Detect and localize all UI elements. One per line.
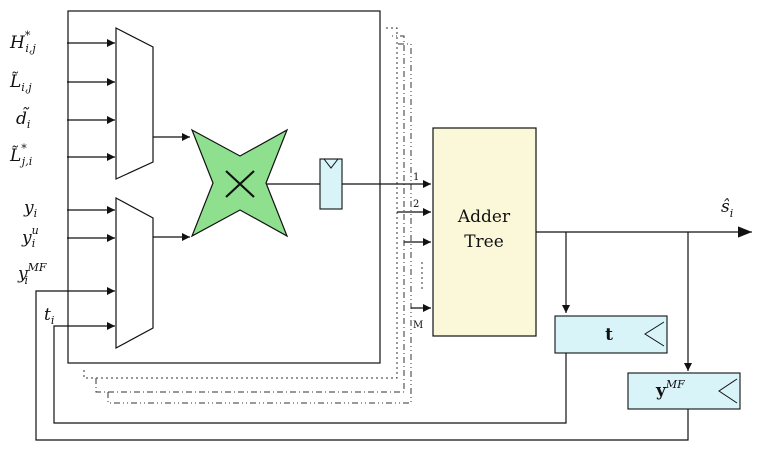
bottom-input-wires [67, 206, 115, 330]
output-label: ŝi [721, 197, 733, 220]
input-label-d: d̃i [16, 107, 30, 131]
pipeline-register [319, 158, 343, 210]
mux-top [115, 27, 154, 180]
t-register: t [554, 315, 668, 354]
adder-tree: Adder Tree [432, 127, 537, 337]
input-label-h: H*i,j [9, 29, 36, 55]
ymf-feedback-wire [35, 290, 689, 441]
port-label-m: M [413, 320, 423, 331]
ymf-register-label: yMF [655, 378, 685, 401]
top-input-wires [67, 39, 115, 161]
input-label-t: ti [44, 305, 54, 327]
input-label-l-conj: L̃*j,i [9, 142, 32, 168]
t-feedback-wire [53, 325, 567, 424]
port-label-1: 1 [413, 172, 419, 183]
multiplier [190, 128, 289, 238]
input-label-l: L̃i,j [9, 72, 32, 94]
mux-bottom [115, 196, 154, 350]
t-register-label: t [605, 325, 613, 345]
adder-tree-label-line2: Tree [464, 232, 504, 252]
top-input-labels: H*i,j L̃i,j d̃i L̃*j,i [9, 29, 36, 168]
ymf-register: yMF [627, 372, 741, 410]
input-label-y: yi [23, 198, 37, 220]
adder-tree-label-line1: Adder [457, 207, 511, 227]
port-label-2: 2 [413, 199, 419, 210]
pe-stack-frames [83, 27, 412, 404]
